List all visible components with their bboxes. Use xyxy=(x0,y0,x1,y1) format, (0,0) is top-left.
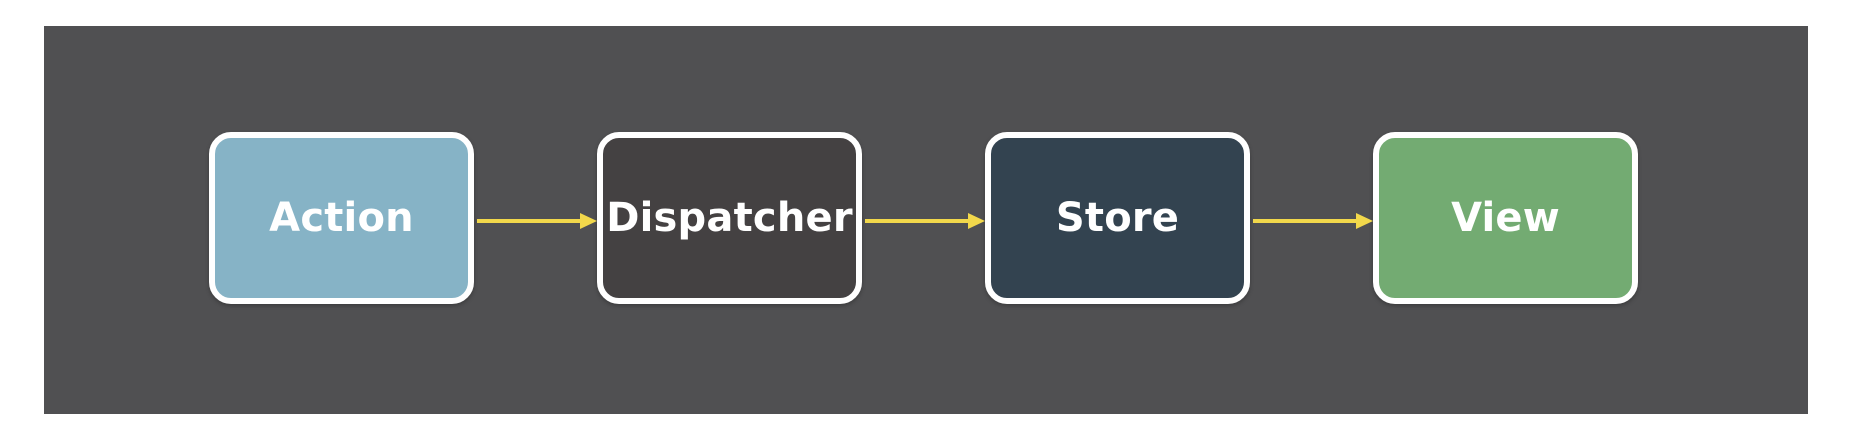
view-node: View xyxy=(1373,132,1638,304)
action-node: Action xyxy=(209,132,474,304)
view-node-label: View xyxy=(1451,195,1560,241)
dispatcher-node-label: Dispatcher xyxy=(606,195,853,241)
dispatcher-node: Dispatcher xyxy=(597,132,862,304)
store-node-label: Store xyxy=(1055,195,1180,241)
store-node: Store xyxy=(985,132,1250,304)
action-node-label: Action xyxy=(269,195,414,241)
